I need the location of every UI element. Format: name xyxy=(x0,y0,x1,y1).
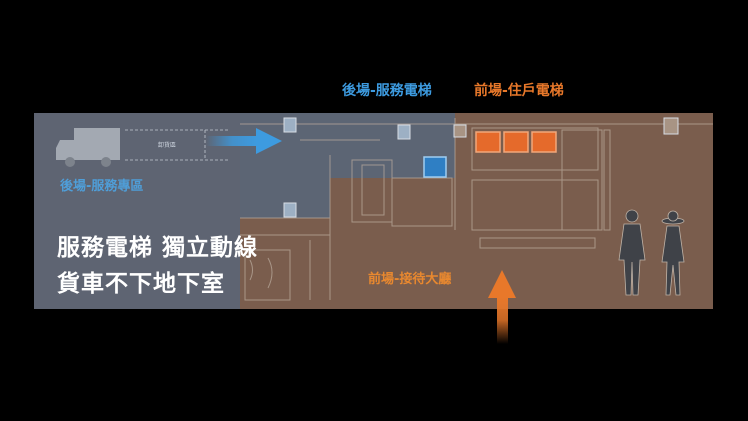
couple-silhouette-icon xyxy=(618,209,685,296)
truck-sign-label: 卸貨區 xyxy=(158,142,177,149)
service-zone-label: 後場-服務專區 xyxy=(60,179,144,194)
service-elevator xyxy=(423,156,447,178)
resident-elevators xyxy=(475,131,557,153)
arrow-right-icon xyxy=(206,128,282,154)
arrow-up-icon xyxy=(488,270,516,344)
service-shafts xyxy=(283,117,679,218)
plan-lines xyxy=(240,118,713,301)
service-elevator-header: 後場-服務電梯 xyxy=(342,83,432,99)
lobby-label: 前場-接待大廳 xyxy=(368,272,452,287)
truck-icon xyxy=(56,128,120,167)
headline-line-2: 貨車不下地下室 xyxy=(57,271,225,297)
headline-line-1: 服務電梯 獨立動線 xyxy=(57,235,259,261)
resident-elevator-header: 前場-住戶電梯 xyxy=(474,83,564,99)
